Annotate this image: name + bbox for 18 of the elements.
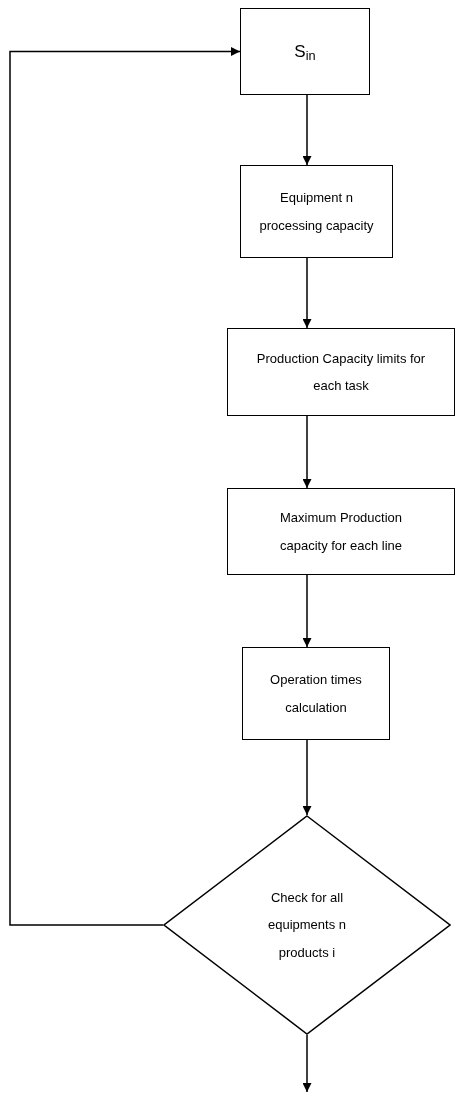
arrow xyxy=(302,739,312,816)
step-label: S$_{in}$ xyxy=(294,40,316,65)
arrow xyxy=(302,94,312,166)
step-label: Operation times calculation xyxy=(269,671,363,717)
arrow xyxy=(9,47,241,926)
process-box xyxy=(242,647,390,740)
step-label: Equipment n processing capacity xyxy=(258,189,375,235)
arrow xyxy=(302,1034,312,1093)
process-box xyxy=(227,488,455,575)
arrow xyxy=(302,257,312,329)
step-label: Check for all equipments n products i xyxy=(266,889,348,962)
process-box xyxy=(240,165,393,258)
arrow xyxy=(302,574,312,648)
step-label: Maximum Production capacity for each line xyxy=(278,509,404,555)
arrow xyxy=(302,415,312,489)
process-box xyxy=(227,328,455,416)
process-box xyxy=(240,8,370,95)
step-label: Production Capacity limits for each task xyxy=(256,349,426,395)
